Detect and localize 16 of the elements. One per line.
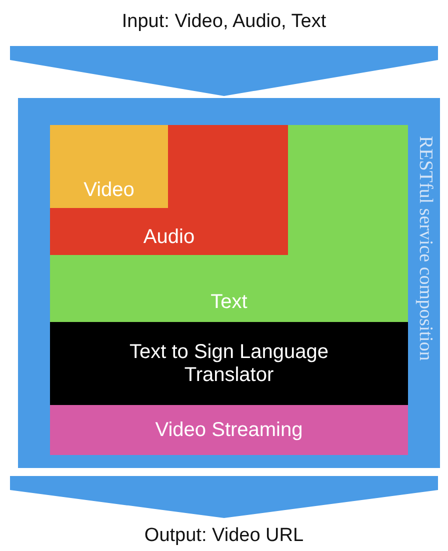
translator-box bbox=[50, 322, 408, 405]
arrow bbox=[10, 46, 438, 96]
box-label: Video Streaming bbox=[154, 418, 304, 442]
box-label: Audio bbox=[142, 226, 196, 249]
box-label: Text to Sign Language Translator bbox=[128, 340, 330, 386]
input-caption: Input: Video, Audio, Text bbox=[0, 6, 448, 38]
panel-title: RESTful service composition bbox=[414, 136, 436, 361]
text-box bbox=[50, 125, 408, 322]
arrow bbox=[10, 476, 438, 518]
box-label: Text bbox=[210, 291, 248, 314]
box-label: Video bbox=[82, 179, 136, 202]
video-box bbox=[50, 125, 168, 208]
streaming-box bbox=[50, 405, 408, 455]
service-panel bbox=[18, 98, 440, 468]
output-caption: Output: Video URL bbox=[0, 520, 448, 551]
audio-box bbox=[50, 125, 288, 255]
